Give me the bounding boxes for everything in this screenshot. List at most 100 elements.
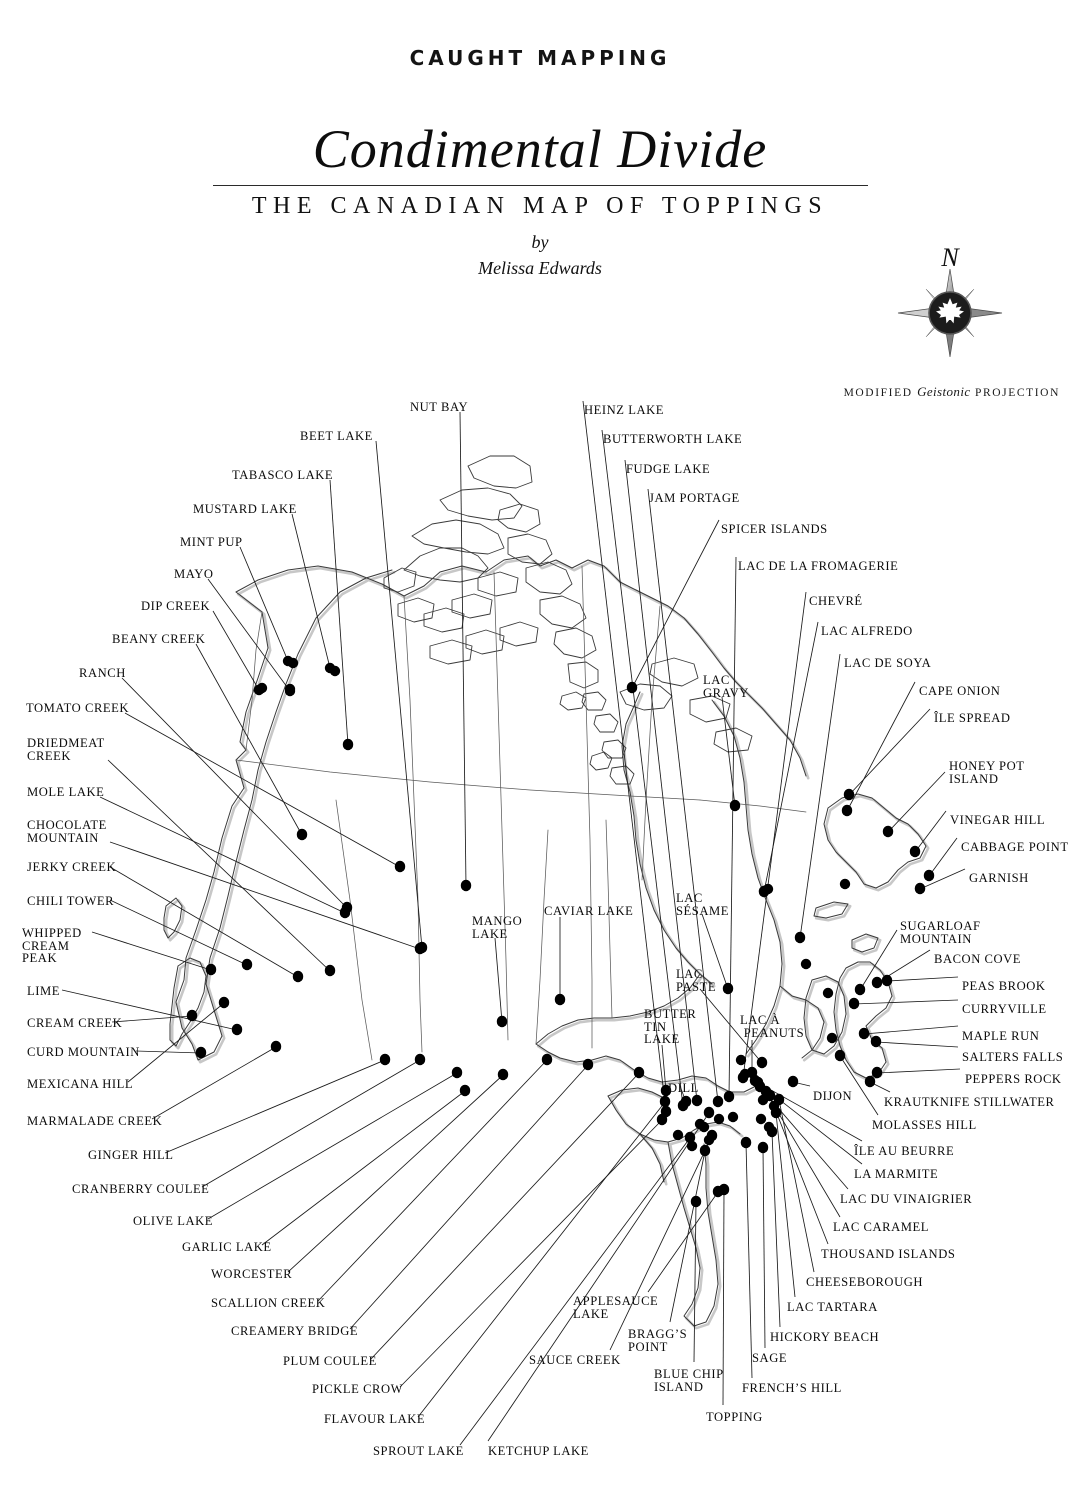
place-dot[interactable] [287, 657, 299, 669]
map-label-lac-de-soya[interactable]: LAC DE SOYA [844, 656, 932, 670]
map-label-lac-sesame[interactable]: LAC SÉSAME [676, 891, 729, 918]
place-dot[interactable] [460, 879, 472, 891]
place-dot[interactable] [864, 1075, 876, 1087]
map-label-driedmeat-creek[interactable]: DRIEDMEAT CREEK [27, 736, 105, 763]
map-label-ginger-hill[interactable]: GINGER HILL [88, 1148, 174, 1162]
map-label-jam-portage[interactable]: JAM PORTAGE [649, 491, 740, 505]
place-dot[interactable] [324, 964, 336, 976]
place-dot[interactable] [691, 1094, 703, 1106]
place-dot[interactable] [703, 1106, 715, 1118]
place-dot[interactable] [703, 1134, 715, 1146]
map-label-whipped-cream-peak[interactable]: WHIPPED CREAM PEAK [22, 926, 82, 966]
place-dot[interactable] [713, 1113, 725, 1125]
place-dot[interactable] [414, 1053, 426, 1065]
place-dot[interactable] [284, 683, 296, 695]
place-dot[interactable] [686, 1140, 698, 1152]
place-dot[interactable] [768, 1100, 780, 1112]
map-label-mole-lake[interactable]: MOLE LAKE [27, 785, 105, 799]
place-dot[interactable] [256, 682, 268, 694]
place-dot[interactable] [794, 931, 806, 943]
map-label-mustard-lake[interactable]: MUSTARD LAKE [193, 502, 297, 516]
map-label-sauce-creek[interactable]: SAUCE CREEK [529, 1353, 621, 1367]
place-dot[interactable] [923, 869, 935, 881]
map-label-pickle-crow[interactable]: PICKLE CROW [312, 1382, 404, 1396]
map-label-mango-lake[interactable]: MANGO LAKE [472, 914, 523, 941]
map-label-cabbage-point[interactable]: CABBAGE POINT [961, 840, 1069, 854]
place-dot[interactable] [749, 1074, 761, 1086]
place-dot[interactable] [684, 1131, 696, 1143]
place-dot[interactable] [660, 1105, 672, 1117]
place-dot[interactable] [712, 1095, 724, 1107]
map-label-lac-a-peanuts[interactable]: LAC À PEANUTS [740, 1013, 805, 1040]
map-label-butterworth-lake[interactable]: BUTTERWORTH LAKE [603, 432, 743, 446]
map-label-flavour-lake[interactable]: FLAVOUR LAKE [324, 1412, 426, 1426]
map-label-frenchs-hill[interactable]: FRENCH’S HILL [742, 1381, 842, 1395]
map-label-garnish[interactable]: GARNISH [969, 871, 1029, 885]
map-label-lac-du-vinaigrier[interactable]: LAC DU VINAIGRIER [840, 1192, 973, 1206]
place-dot[interactable] [740, 1136, 752, 1148]
place-dot[interactable] [496, 1015, 508, 1027]
map-label-scallion-creek[interactable]: SCALLION CREEK [211, 1296, 326, 1310]
place-dot[interactable] [656, 1113, 668, 1125]
place-dot[interactable] [699, 1144, 711, 1156]
map-label-chili-tower[interactable]: CHILI TOWER [27, 894, 115, 908]
place-dot[interactable] [870, 1035, 882, 1047]
map-label-sprout-lake[interactable]: SPROUT LAKE [373, 1444, 464, 1458]
map-label-dip-creek[interactable]: DIP CREEK [141, 599, 211, 613]
map-label-ile-spread[interactable]: ÎLE SPREAD [934, 711, 1011, 725]
map-label-chevre[interactable]: CHEVRÉ [809, 594, 863, 608]
map-label-topping[interactable]: TOPPING [706, 1410, 763, 1424]
map-label-thousand-islands[interactable]: THOUSAND ISLANDS [821, 1247, 956, 1261]
place-dot[interactable] [339, 906, 351, 918]
map-label-salters-falls[interactable]: SALTERS FALLS [962, 1050, 1064, 1064]
map-label-chocolate-mountain[interactable]: CHOCOLATE MOUNTAIN [27, 818, 107, 845]
place-dot[interactable] [416, 941, 428, 953]
place-dot[interactable] [834, 1049, 846, 1061]
place-dot[interactable] [659, 1095, 671, 1107]
map-label-lac-paste[interactable]: LAC PASTE [676, 967, 717, 994]
place-dot[interactable] [626, 681, 638, 693]
place-dot[interactable] [497, 1068, 509, 1080]
map-label-lac-gravy[interactable]: LAC GRAVY [703, 673, 749, 700]
map-label-dill[interactable]: DILL [668, 1081, 699, 1095]
map-label-lime[interactable]: LIME [27, 984, 60, 998]
place-dot[interactable] [871, 976, 883, 988]
place-dot[interactable] [694, 1118, 706, 1130]
place-dot[interactable] [839, 878, 851, 890]
map-label-lac-tartara[interactable]: LAC TARTARA [787, 1300, 878, 1314]
place-dot[interactable] [854, 983, 866, 995]
map-label-spicer-islands[interactable]: SPICER ISLANDS [721, 522, 828, 536]
place-dot[interactable] [871, 1066, 883, 1078]
place-dot[interactable] [451, 1066, 463, 1078]
place-dot[interactable] [680, 1095, 692, 1107]
map-label-tabasco-lake[interactable]: TABASCO LAKE [232, 468, 334, 482]
map-label-krautknife-stillwater[interactable]: KRAUTKNIFE STILLWATER [884, 1095, 1055, 1109]
map-label-creamery-bridge[interactable]: CREAMERY BRIDGE [231, 1324, 359, 1338]
place-dot[interactable] [205, 963, 217, 975]
place-dot[interactable] [756, 1056, 768, 1068]
place-dot[interactable] [292, 970, 304, 982]
map-label-nut-bay[interactable]: NUT BAY [410, 400, 469, 414]
map-label-maple-run[interactable]: MAPLE RUN [962, 1029, 1040, 1043]
place-dot[interactable] [195, 1046, 207, 1058]
place-dot[interactable] [186, 1009, 198, 1021]
place-dot[interactable] [858, 1027, 870, 1039]
map-label-lac-caramel[interactable]: LAC CARAMEL [833, 1220, 929, 1234]
map-label-ile-au-beurre[interactable]: ÎLE AU BEURRE [854, 1144, 955, 1158]
map-label-dijon[interactable]: DIJON [813, 1089, 853, 1103]
place-dot[interactable] [270, 1040, 282, 1052]
map-label-vinegar-hill[interactable]: VINEGAR HILL [950, 813, 1046, 827]
place-dot[interactable] [763, 1121, 775, 1133]
place-dot[interactable] [379, 1053, 391, 1065]
map-label-beany-creek[interactable]: BEANY CREEK [112, 632, 206, 646]
place-dot[interactable] [826, 1032, 838, 1044]
map-label-garlic-lake[interactable]: GARLIC LAKE [182, 1240, 272, 1254]
place-dot[interactable] [739, 1068, 751, 1080]
map-label-peppers-rock[interactable]: PEPPERS ROCK [965, 1072, 1062, 1086]
map-label-lac-de-la-fromagerie[interactable]: LAC DE LA FROMAGERIE [738, 559, 899, 573]
place-dot[interactable] [762, 883, 774, 895]
map-label-mayo[interactable]: MAYO [174, 567, 214, 581]
map-label-tomato-creek[interactable]: TOMATO CREEK [26, 701, 130, 715]
map-label-olive-lake[interactable]: OLIVE LAKE [133, 1214, 213, 1228]
map-label-molasses-hill[interactable]: MOLASSES HILL [872, 1118, 977, 1132]
